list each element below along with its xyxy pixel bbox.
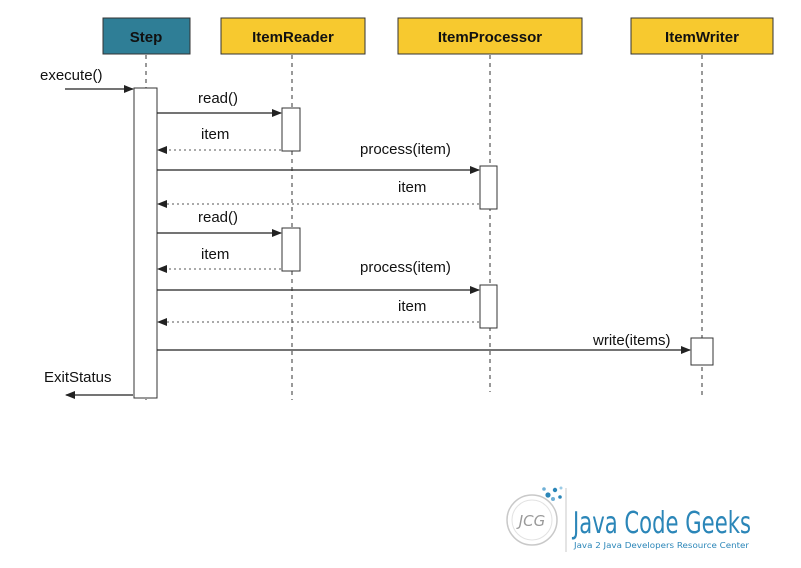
- brand-logo: JCG Java Code Geeks Java 2 Java Develope…: [506, 486, 751, 552]
- activation-reader-2: [281, 227, 301, 272]
- participant-step-label: Step: [130, 29, 163, 46]
- participant-itemreader-label: ItemReader: [252, 29, 334, 46]
- message-label: item: [398, 179, 426, 196]
- participant-itemprocessor: ItemProcessor: [397, 17, 583, 55]
- message-label: item: [201, 246, 229, 263]
- participant-step: Step: [102, 17, 191, 55]
- activation-step: [133, 87, 158, 399]
- message-label: item: [398, 298, 426, 315]
- participant-itemwriter-label: ItemWriter: [665, 29, 739, 46]
- participant-itemreader: ItemReader: [220, 17, 366, 55]
- activation-writer: [690, 337, 714, 366]
- message-label: read(): [198, 209, 238, 226]
- activation-processor-2: [479, 284, 498, 329]
- message-label: read(): [198, 90, 238, 107]
- activation-processor-1: [479, 165, 498, 210]
- participant-itemwriter: ItemWriter: [630, 17, 774, 55]
- message-label: process(item): [360, 259, 451, 276]
- jcg-badge-icon: JCG: [506, 486, 563, 546]
- entry-message-label: execute(): [40, 67, 103, 84]
- message-label: item: [201, 126, 229, 143]
- logo-name: Java Code Geeks: [572, 506, 751, 541]
- message-label: process(item): [360, 141, 451, 158]
- activation-reader-1: [281, 107, 301, 152]
- exit-message-label: ExitStatus: [44, 369, 112, 386]
- logo-tagline: Java 2 Java Developers Resource Center: [573, 541, 750, 550]
- message-label: write(items): [592, 332, 671, 349]
- logo-badge-text: JCG: [516, 512, 546, 530]
- participant-itemprocessor-label: ItemProcessor: [438, 29, 542, 46]
